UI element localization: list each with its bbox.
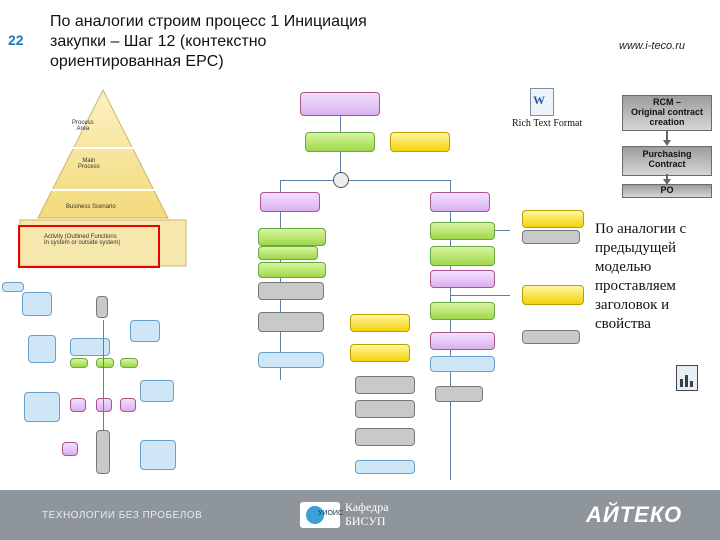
thumb-box <box>70 398 86 412</box>
thumb-box <box>2 282 24 292</box>
connector <box>280 180 281 380</box>
department-logo: УИОИС <box>300 502 344 528</box>
org-unit-node <box>350 344 410 362</box>
thumb-line <box>103 320 104 430</box>
title-line: закупки – Шаг 12 (контекстно <box>50 33 267 50</box>
system-node <box>355 400 415 418</box>
flow-arrow <box>663 140 671 146</box>
thumb-box <box>96 430 110 474</box>
system-node <box>355 376 415 394</box>
flow-step-po: PO <box>622 184 712 198</box>
thumb-box <box>22 292 52 316</box>
org-unit-node <box>350 314 410 332</box>
flow-connector <box>666 130 668 142</box>
document-node <box>258 352 324 368</box>
thumb-box <box>140 380 174 402</box>
epc-diagram <box>250 80 584 490</box>
epc-thumbnail <box>0 280 190 485</box>
thumb-box <box>120 398 136 412</box>
activity-level-highlight <box>18 225 160 268</box>
function-node <box>430 222 495 240</box>
connector <box>450 295 510 296</box>
function-node <box>305 132 375 152</box>
slide-title: По аналогии строим процесс 1 Инициация з… <box>50 12 450 72</box>
thumb-box <box>28 335 56 363</box>
report-icon[interactable] <box>676 365 698 391</box>
document-node <box>355 460 415 474</box>
thumb-box <box>120 358 138 368</box>
thumb-box <box>96 296 108 318</box>
pyramid-level-activity: Activity (Outlined Functions In system o… <box>44 234 121 246</box>
department-name: Кафедра БИСУП <box>345 500 389 528</box>
callout-text: По аналогии с предыдущей моделью простав… <box>595 221 687 332</box>
title-line: По аналогии строим процесс 1 Инициация <box>50 13 367 30</box>
event-node <box>300 92 380 116</box>
system-node <box>258 282 324 300</box>
pyramid-level-business-scenario: Business Scenario <box>66 204 116 210</box>
slide-content: Process Area Main Process Business Scena… <box>0 80 720 490</box>
footer-slogan: ТЕХНОЛОГИИ БЕЗ ПРОБЕЛОВ <box>42 510 203 521</box>
thumb-box <box>70 338 110 356</box>
slide-number: 22 <box>8 32 24 48</box>
connector <box>450 180 451 480</box>
org-unit-node <box>522 210 584 228</box>
thumb-box <box>96 358 114 368</box>
department-line: БИСУП <box>345 514 386 528</box>
pyramid-level-main-process: Main Process <box>78 158 100 170</box>
flow-arrow <box>663 179 671 185</box>
event-node <box>430 332 495 350</box>
attachment-label: Rich Text Format <box>512 118 583 129</box>
word-document-icon[interactable]: W <box>530 88 554 116</box>
connector <box>280 180 450 181</box>
flow-step-rcm: RCM – Original contract creation <box>622 95 712 131</box>
system-node <box>258 312 324 332</box>
event-node <box>260 192 320 212</box>
thumb-box <box>130 320 160 342</box>
function-node <box>258 262 326 278</box>
event-node <box>430 270 495 288</box>
org-unit-node <box>390 132 450 152</box>
flow-step-contract: Purchasing Contract <box>622 146 712 176</box>
footer: ТЕХНОЛОГИИ БЕЗ ПРОБЕЛОВ УИОИС Кафедра БИ… <box>0 490 720 540</box>
system-node <box>522 230 580 244</box>
xor-operator <box>333 172 349 188</box>
department-line: Кафедра <box>345 500 389 514</box>
brand-logo: АЙТЕКО <box>586 502 683 527</box>
system-node <box>355 428 415 446</box>
system-node <box>522 330 580 344</box>
logo-text: УИОИС <box>318 510 344 517</box>
thumb-box <box>70 358 88 368</box>
system-node <box>435 386 483 402</box>
function-node <box>430 302 495 320</box>
title-line: ориентированная EPC) <box>50 53 224 70</box>
thumb-box <box>24 392 60 422</box>
event-node <box>430 192 490 212</box>
org-unit-node <box>522 285 584 305</box>
document-node <box>430 356 495 372</box>
thumb-box <box>96 398 112 412</box>
function-node <box>258 246 318 260</box>
pyramid-level-process-area: Process Area <box>72 120 94 132</box>
flow-connector <box>666 174 668 181</box>
website-url[interactable]: www.i-teco.ru <box>619 40 686 52</box>
function-node <box>258 228 326 246</box>
thumb-box <box>62 442 78 456</box>
thumb-box <box>140 440 176 470</box>
function-node <box>430 246 495 266</box>
